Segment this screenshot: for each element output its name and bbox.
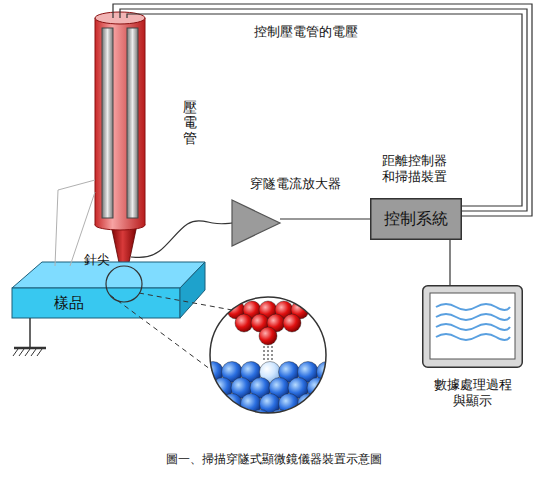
sample-atom bbox=[174, 410, 195, 431]
part-label: 樣品 bbox=[54, 294, 84, 313]
amplifier-triangle: 穿隧電流放大器 bbox=[232, 200, 280, 246]
ground-hatch bbox=[37, 349, 42, 356]
electrode-bar bbox=[127, 28, 138, 218]
sample-atom bbox=[231, 410, 252, 431]
atom-view bbox=[174, 301, 347, 431]
wire-connector bbox=[131, 221, 232, 258]
sample-atom bbox=[174, 378, 195, 399]
tunnel-line bbox=[264, 346, 265, 361]
piezo-tube-outline bbox=[95, 12, 145, 288]
tip-atom bbox=[283, 314, 301, 332]
box-title: 控制系統 bbox=[370, 209, 462, 229]
tube-edge bbox=[145, 18, 146, 225]
part-label: 針尖 bbox=[84, 252, 110, 268]
sample-atom bbox=[326, 410, 347, 431]
sample-atom bbox=[222, 394, 243, 415]
sample-atom bbox=[203, 394, 224, 415]
sample-atom bbox=[193, 378, 214, 399]
scan-wave bbox=[436, 314, 510, 320]
wire-connector bbox=[280, 219, 370, 220]
ground-bar bbox=[14, 347, 46, 350]
sample-atom bbox=[317, 394, 338, 415]
wire-connector bbox=[113, 4, 532, 216]
scan-wave bbox=[436, 324, 510, 330]
tip-atom bbox=[259, 327, 277, 345]
box-heading: 距離控制器 和掃描裝置 bbox=[380, 153, 449, 186]
slab-side bbox=[180, 262, 205, 318]
ground-hatch bbox=[13, 349, 18, 356]
ground-hatch bbox=[31, 349, 36, 356]
sample-atom bbox=[307, 410, 328, 431]
ground-hatch bbox=[25, 349, 30, 356]
wire-connector bbox=[450, 240, 451, 285]
wire-line bbox=[127, 14, 522, 206]
wire-line bbox=[131, 221, 232, 258]
wire-line bbox=[120, 9, 527, 211]
part-label: 穿隧電流放大器 bbox=[250, 176, 341, 192]
sample-atom bbox=[193, 410, 214, 431]
figure-caption: 圖一、掃描穿隧式顯微鏡儀器裝置示意圖 bbox=[0, 452, 547, 467]
sample-atom bbox=[326, 378, 347, 399]
tube-body bbox=[95, 18, 145, 225]
control-box: 距離控制器 和掃描裝置控制系統 bbox=[370, 198, 462, 240]
monitor-outline bbox=[422, 285, 523, 368]
sample-atom bbox=[288, 410, 309, 431]
ground-hatch bbox=[19, 349, 24, 356]
ground-symbol bbox=[13, 318, 46, 356]
electrode-bar bbox=[102, 28, 113, 218]
monitor-screen bbox=[430, 293, 515, 359]
box-shape bbox=[371, 199, 462, 240]
sample-atom bbox=[184, 394, 205, 415]
tip-atom bbox=[235, 314, 253, 332]
tube-edge bbox=[95, 18, 96, 225]
zoom-outline bbox=[210, 297, 326, 413]
sample-atom bbox=[212, 410, 233, 431]
sample-slab-outline bbox=[12, 262, 205, 318]
sample-slab: 樣品 bbox=[12, 262, 205, 318]
ground-wire bbox=[29, 318, 31, 348]
tunnel-line bbox=[272, 346, 273, 361]
sample-atom bbox=[184, 362, 205, 383]
tunnel-line bbox=[268, 346, 269, 361]
tube-top bbox=[95, 12, 145, 24]
slab-front bbox=[12, 288, 180, 318]
monitor: 數據處理過程 與顯示 bbox=[422, 285, 523, 368]
scan-wave bbox=[436, 334, 510, 340]
part-label: 壓電管 bbox=[183, 100, 197, 146]
wire-line bbox=[280, 218, 370, 219]
wire-line bbox=[113, 4, 532, 216]
part-label: 數據處理過程 與顯示 bbox=[431, 377, 514, 410]
amplifier-shape bbox=[232, 200, 280, 246]
piezo-tube: 壓電管 bbox=[95, 12, 145, 288]
wire-label: 控制壓電管的電壓 bbox=[254, 24, 358, 40]
amplifier-triangle-outline bbox=[232, 200, 280, 246]
scan-wave bbox=[436, 304, 510, 310]
wire-line bbox=[449, 240, 450, 285]
monitor-frame bbox=[423, 286, 523, 368]
